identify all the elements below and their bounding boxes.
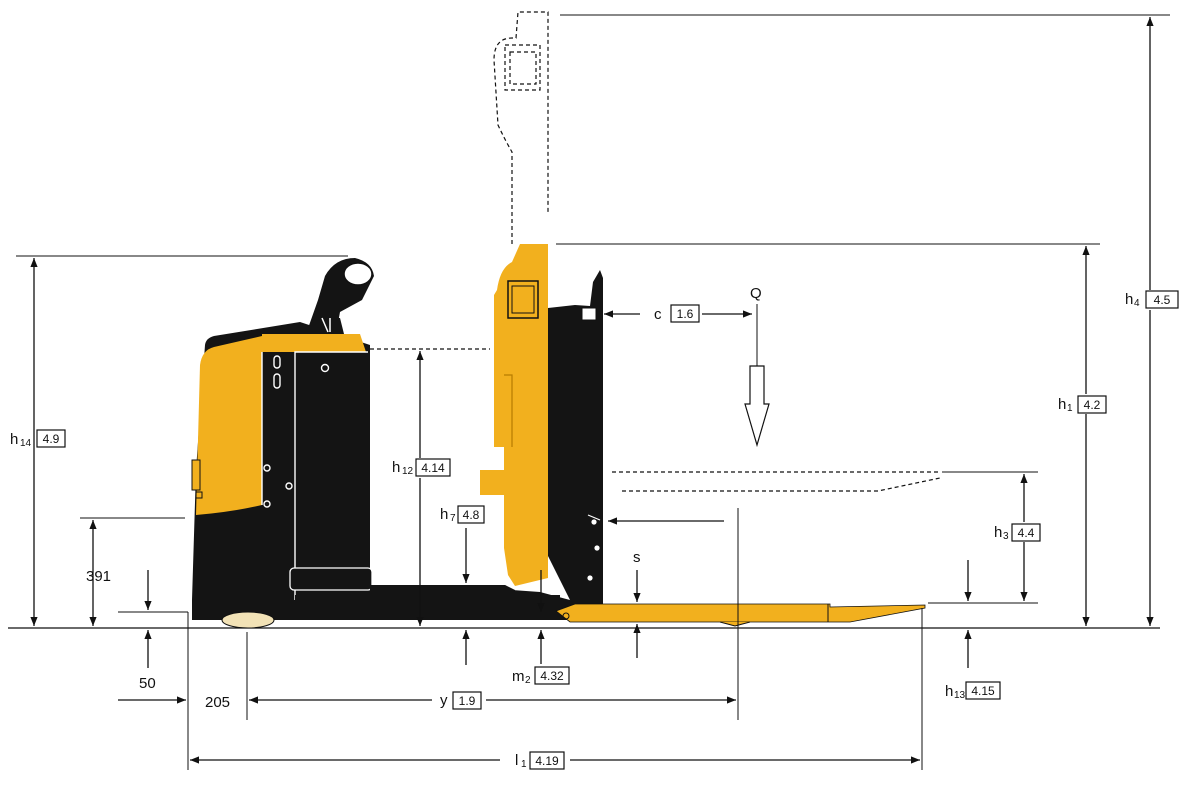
dim-label-h7: h 7 4.8 <box>440 505 485 524</box>
raised-backrest-ghost <box>493 11 549 244</box>
svg-text:2: 2 <box>525 675 531 686</box>
svg-text:h: h <box>1125 291 1133 308</box>
svg-text:4.32: 4.32 <box>540 669 564 683</box>
svg-text:h: h <box>10 431 18 448</box>
dim-value-50: 50 <box>139 675 156 692</box>
svg-text:4: 4 <box>1134 298 1140 309</box>
svg-text:4.19: 4.19 <box>535 754 559 768</box>
dim-label-h3: h 3 4.4 <box>990 522 1042 542</box>
dim-label-h1: h 1 4.2 <box>1056 394 1110 414</box>
svg-text:m: m <box>512 668 525 685</box>
svg-text:h: h <box>1058 396 1066 413</box>
dim-value-205: 205 <box>205 694 230 711</box>
svg-text:h: h <box>994 524 1002 541</box>
svg-text:4.14: 4.14 <box>421 461 445 475</box>
svg-text:12: 12 <box>402 466 414 477</box>
svg-text:4.8: 4.8 <box>463 508 480 522</box>
dim-label-s: s <box>633 549 641 566</box>
svg-text:7: 7 <box>450 513 456 524</box>
svg-text:y: y <box>440 692 448 709</box>
svg-text:h: h <box>440 506 448 523</box>
raised-window-ghost <box>504 44 541 91</box>
pallet-truck <box>191 244 926 629</box>
svg-text:1: 1 <box>1067 403 1073 414</box>
dim-label-y: y 1.9 <box>440 691 482 710</box>
svg-text:14: 14 <box>20 438 32 449</box>
svg-text:1: 1 <box>521 759 527 770</box>
dim-label-c: c 1.6 <box>654 304 700 323</box>
dim-label-l1: l 1 4.19 <box>515 751 565 770</box>
svg-text:4.15: 4.15 <box>971 684 995 698</box>
dim-label-h14: h 14 4.9 <box>10 429 66 449</box>
svg-text:c: c <box>654 306 662 323</box>
svg-text:3: 3 <box>1003 531 1009 542</box>
dim-value-391: 391 <box>86 568 111 585</box>
svg-text:4.2: 4.2 <box>1084 398 1101 412</box>
svg-text:13: 13 <box>954 690 966 701</box>
svg-text:4.4: 4.4 <box>1018 526 1035 540</box>
load-label-q: Q <box>750 285 762 302</box>
dim-label-m2: m 2 4.32 <box>512 666 570 686</box>
dim-label-h13: h 13 4.15 <box>945 681 1001 701</box>
svg-text:1.6: 1.6 <box>677 307 694 321</box>
svg-text:l: l <box>515 752 518 769</box>
svg-text:1.9: 1.9 <box>459 694 476 708</box>
svg-text:h: h <box>945 683 953 700</box>
svg-text:h: h <box>392 459 400 476</box>
dim-label-h12: h 12 4.14 <box>392 458 454 478</box>
svg-text:4.5: 4.5 <box>1154 293 1171 307</box>
dim-label-h4: h 4 4.5 <box>1122 290 1180 310</box>
svg-text:4.9: 4.9 <box>43 432 60 446</box>
